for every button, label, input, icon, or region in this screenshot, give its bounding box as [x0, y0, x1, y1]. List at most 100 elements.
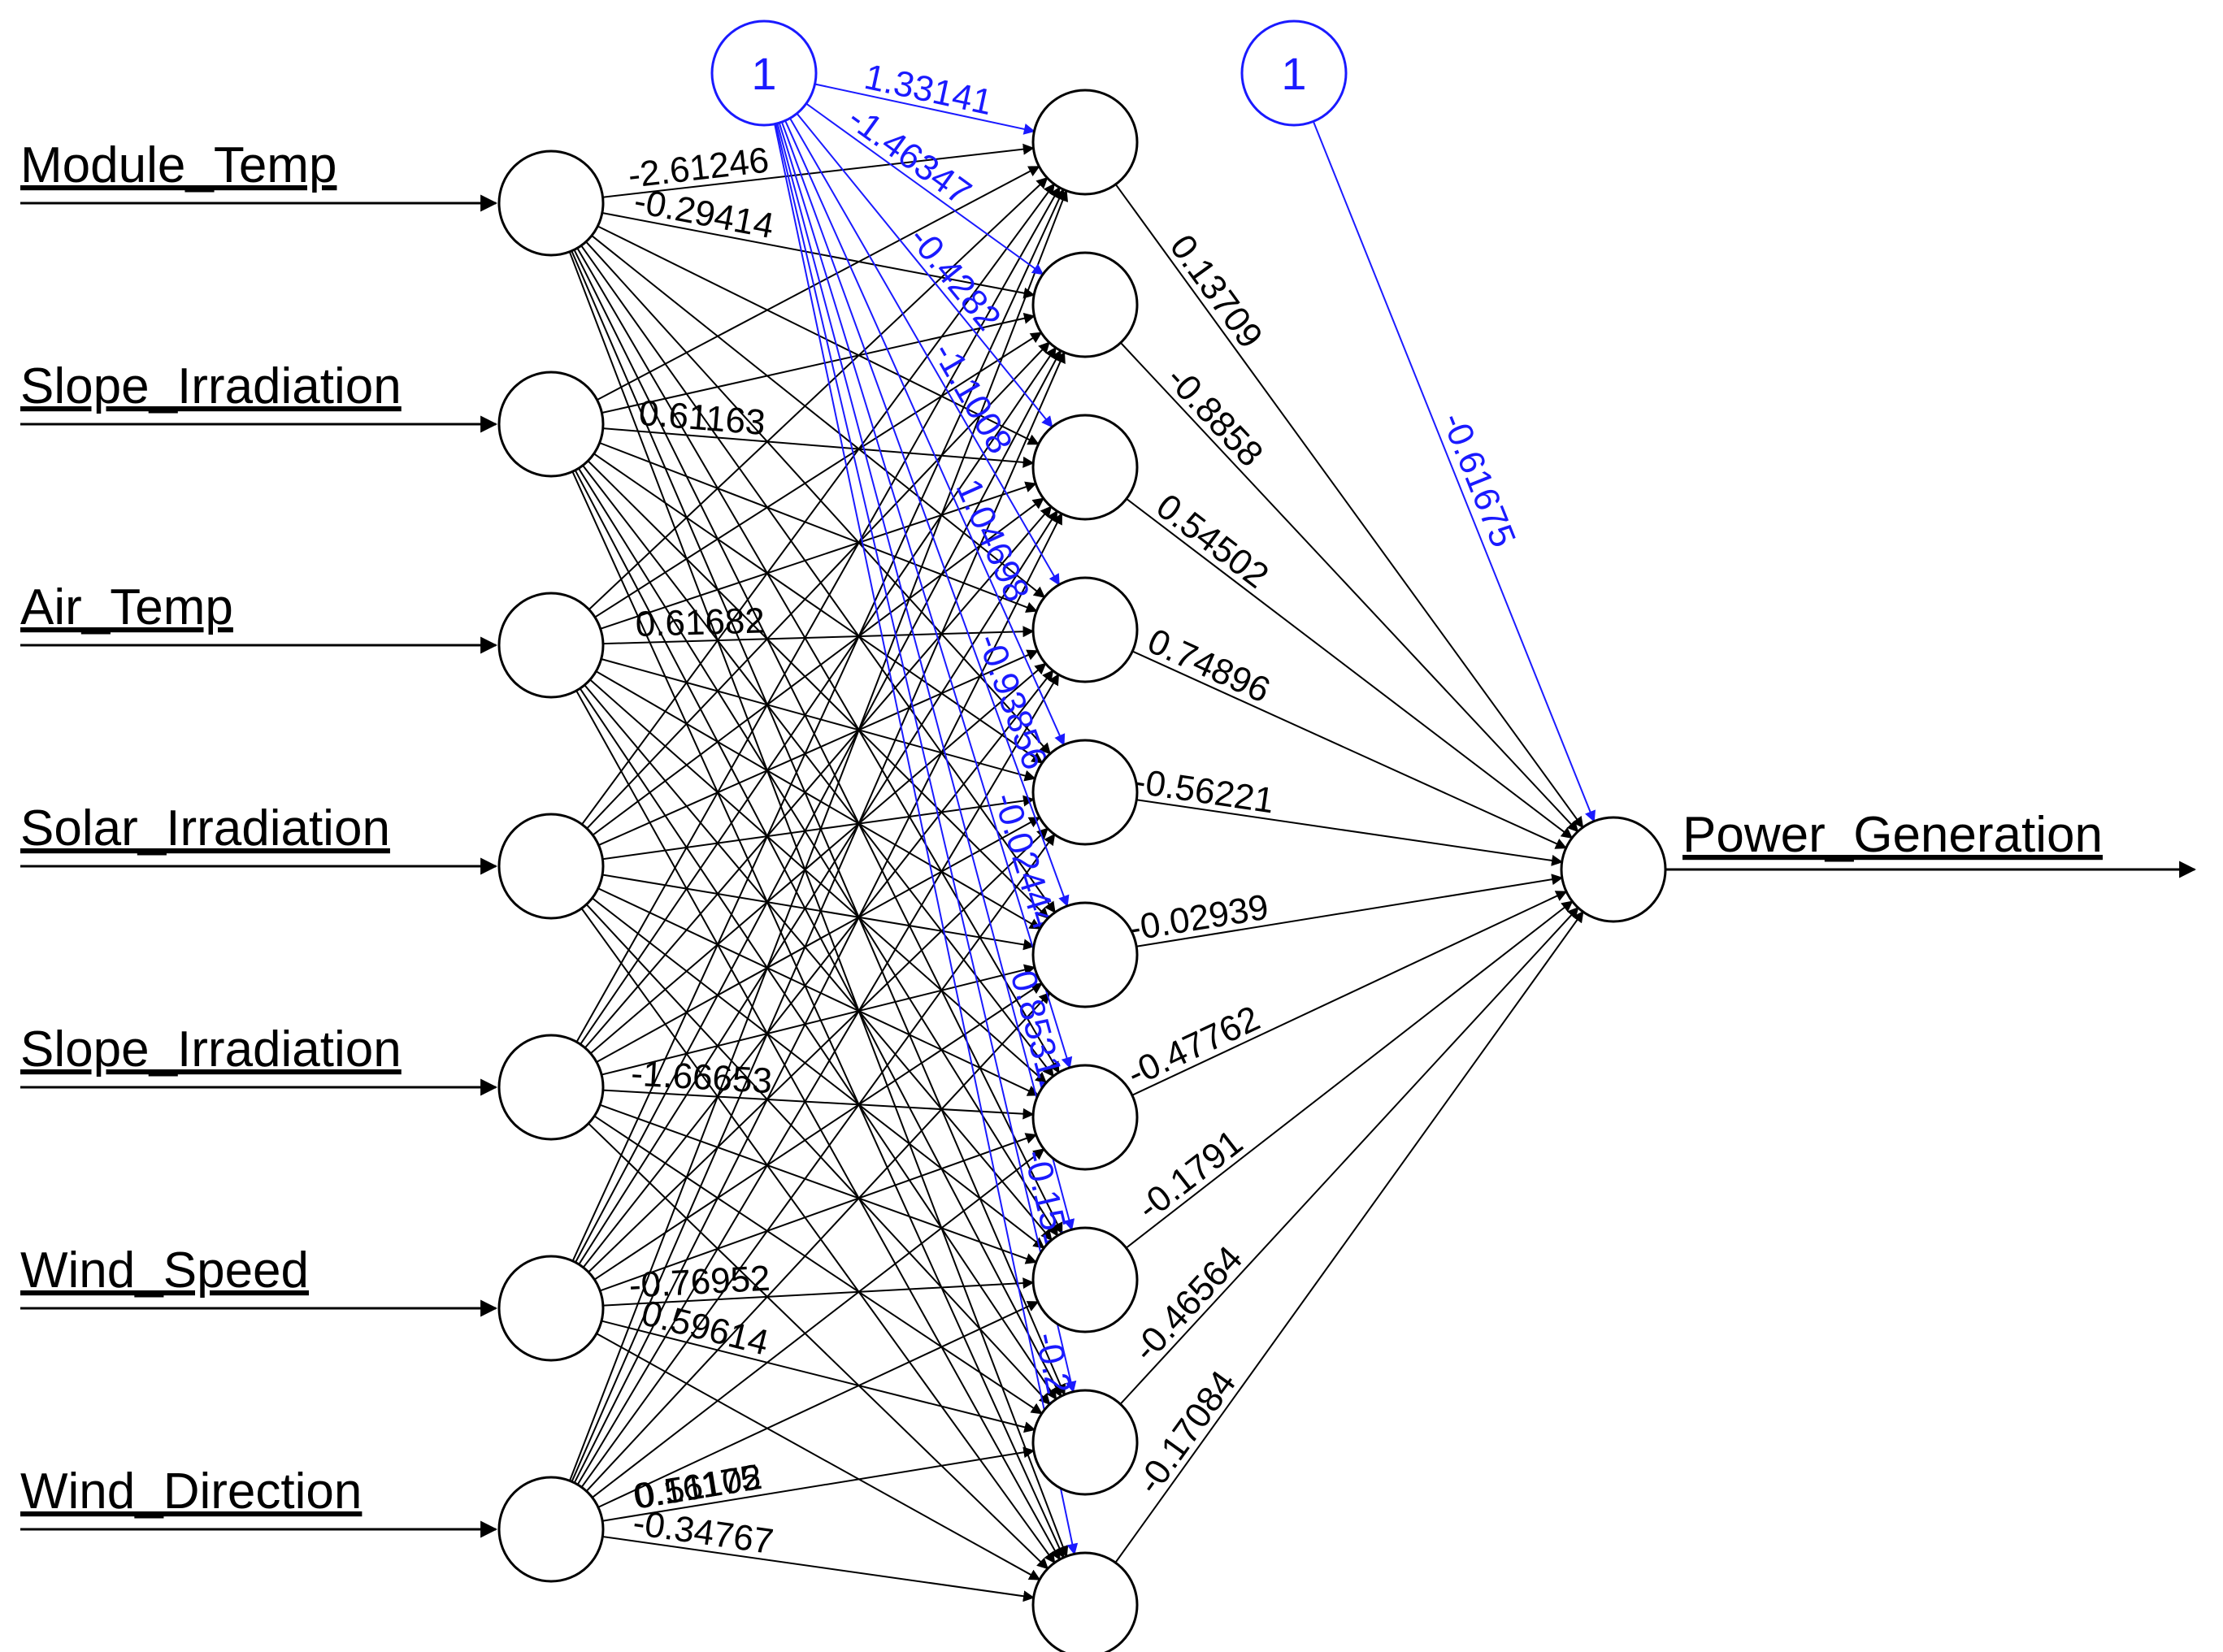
- input-hidden-edge: [593, 1115, 1043, 1415]
- input-weight-label: -1.66653: [630, 1054, 773, 1102]
- input-hidden-edge: [571, 351, 1066, 1482]
- input-node: [497, 1034, 605, 1141]
- hidden-output-edge: [1131, 650, 1567, 849]
- bias-hidden-edge: [774, 124, 1079, 1555]
- input-hidden-edge: [597, 1301, 1040, 1508]
- input-hidden-edge: [585, 241, 1051, 755]
- hidden-output-weight-label: -0.56221: [1131, 761, 1277, 822]
- hidden-output-edge: [1126, 497, 1574, 839]
- bias-hidden-edge: [778, 122, 1073, 1069]
- input-hidden-edge: [576, 247, 1060, 1073]
- input-hidden-edge: [588, 176, 1049, 610]
- input-hidden-edge: [580, 245, 1056, 913]
- output-label: Power_Generation: [1682, 807, 2103, 863]
- input-hidden-edge: [601, 1320, 1036, 1433]
- input-hidden-edge: [582, 670, 1054, 1268]
- input-hidden-edge: [597, 887, 1040, 1096]
- input-hidden-edge: [601, 964, 1036, 1076]
- input-node: [497, 371, 605, 478]
- output-bias-node: [1240, 20, 1348, 127]
- nodes-layer: [497, 20, 1667, 1652]
- input-hidden-edge: [575, 186, 1061, 1043]
- input-hidden-edge: [592, 1148, 1045, 1498]
- input-hidden-edge: [602, 427, 1035, 468]
- input-hidden-edge: [601, 658, 1036, 782]
- hidden-node: [1031, 901, 1139, 1008]
- input-hidden-edge: [599, 1133, 1038, 1292]
- input-hidden-edge: [571, 250, 1066, 1396]
- hidden-output-edge: [1131, 891, 1568, 1096]
- input-label: Wind_Speed: [20, 1242, 309, 1299]
- input-hidden-edge: [598, 649, 1039, 846]
- input-hidden-edge: [580, 833, 1056, 1488]
- input-hidden-edge: [596, 1333, 1041, 1580]
- input-label: Air_Temp: [20, 579, 233, 635]
- bias-node-label: 1: [1281, 48, 1306, 99]
- output-node: [1560, 816, 1667, 923]
- hidden-node: [1031, 1389, 1139, 1496]
- bias-hidden-edge: [775, 124, 1077, 1394]
- hidden-node: [1031, 1226, 1139, 1333]
- input-weight-label: 0.59614: [637, 1293, 772, 1363]
- hidden-output-weight-label: 0.13709: [1162, 228, 1270, 355]
- input-hidden-edge: [578, 467, 1058, 1237]
- input-node: [497, 150, 605, 257]
- hidden-output-edge: [1119, 342, 1579, 833]
- input-hidden-edge: [579, 687, 1057, 1400]
- input-label: Module_Temp: [20, 137, 336, 193]
- bias-hidden-edge: [814, 83, 1036, 135]
- bias-output-edge: [1312, 121, 1596, 822]
- input-hidden-edge: [602, 1277, 1035, 1307]
- input-weight-label: 0.61163: [637, 393, 766, 443]
- input-node: [497, 1255, 605, 1362]
- input-hidden-edge: [589, 679, 1048, 1084]
- hidden-node: [1031, 414, 1139, 521]
- input-hidden-edge: [585, 904, 1051, 1406]
- input-hidden-edge: [602, 1535, 1036, 1602]
- input-hidden-edge: [601, 312, 1036, 414]
- input-weight-label: -0.76952: [628, 1259, 771, 1306]
- input-hidden-edge: [575, 690, 1061, 1561]
- input-hidden-edge: [599, 1104, 1038, 1264]
- input-hidden-edge: [596, 817, 1041, 1063]
- input-hidden-edge: [571, 188, 1065, 1262]
- input-hidden-edge: [587, 460, 1049, 919]
- input-hidden-edge: [600, 481, 1037, 630]
- input-label: Slope_Irradiation: [20, 358, 402, 414]
- input-hidden-edge: [594, 332, 1043, 618]
- bias-output-weight-label: -0.61675: [1434, 407, 1523, 553]
- input-hidden-edge: [581, 183, 1055, 826]
- input-hidden-edge: [597, 225, 1040, 445]
- input-hidden-edge: [593, 982, 1043, 1281]
- input-weight-label: -0.34767: [631, 1502, 776, 1562]
- bias-hidden-edge: [805, 102, 1044, 275]
- hidden-output-weight-label: -0.46564: [1126, 1238, 1251, 1369]
- input-hidden-edge: [585, 991, 1051, 1492]
- input-hidden-edge: [580, 908, 1056, 1564]
- hidden-node: [1031, 251, 1139, 358]
- input-hidden-edge: [595, 670, 1041, 930]
- hidden-output-edge: [1119, 907, 1579, 1405]
- hidden-output-weight-label: -0.17084: [1129, 1364, 1244, 1502]
- input-hidden-edge: [592, 497, 1044, 836]
- hidden-node: [1031, 1064, 1139, 1171]
- hidden-output-weight-label: -0.02939: [1126, 887, 1271, 949]
- hidden-output-edge: [1136, 874, 1564, 947]
- text-layer: Module_TempSlope_IrradiationAir_TempSola…: [20, 48, 2103, 1520]
- input-weight-label: -0.29414: [631, 181, 777, 247]
- input-hidden-edge: [586, 341, 1050, 830]
- input-node: [497, 592, 605, 699]
- hidden-output-edge: [1114, 184, 1584, 829]
- input-weight-label: 0.61682: [635, 601, 765, 644]
- input-hidden-edge: [602, 795, 1035, 861]
- input-node: [497, 1476, 605, 1583]
- input-hidden-edge: [573, 512, 1063, 1484]
- input-hidden-edge: [602, 626, 1035, 645]
- hidden-output-edge: [1125, 900, 1574, 1249]
- input-hidden-edge: [591, 235, 1046, 598]
- hidden-output-edge: [1136, 799, 1564, 866]
- input-hidden-edge: [576, 673, 1060, 1485]
- hidden-output-weight-label: -0.47762: [1121, 998, 1266, 1094]
- input-hidden-edge: [584, 684, 1053, 1242]
- input-hidden-edge: [602, 143, 1035, 198]
